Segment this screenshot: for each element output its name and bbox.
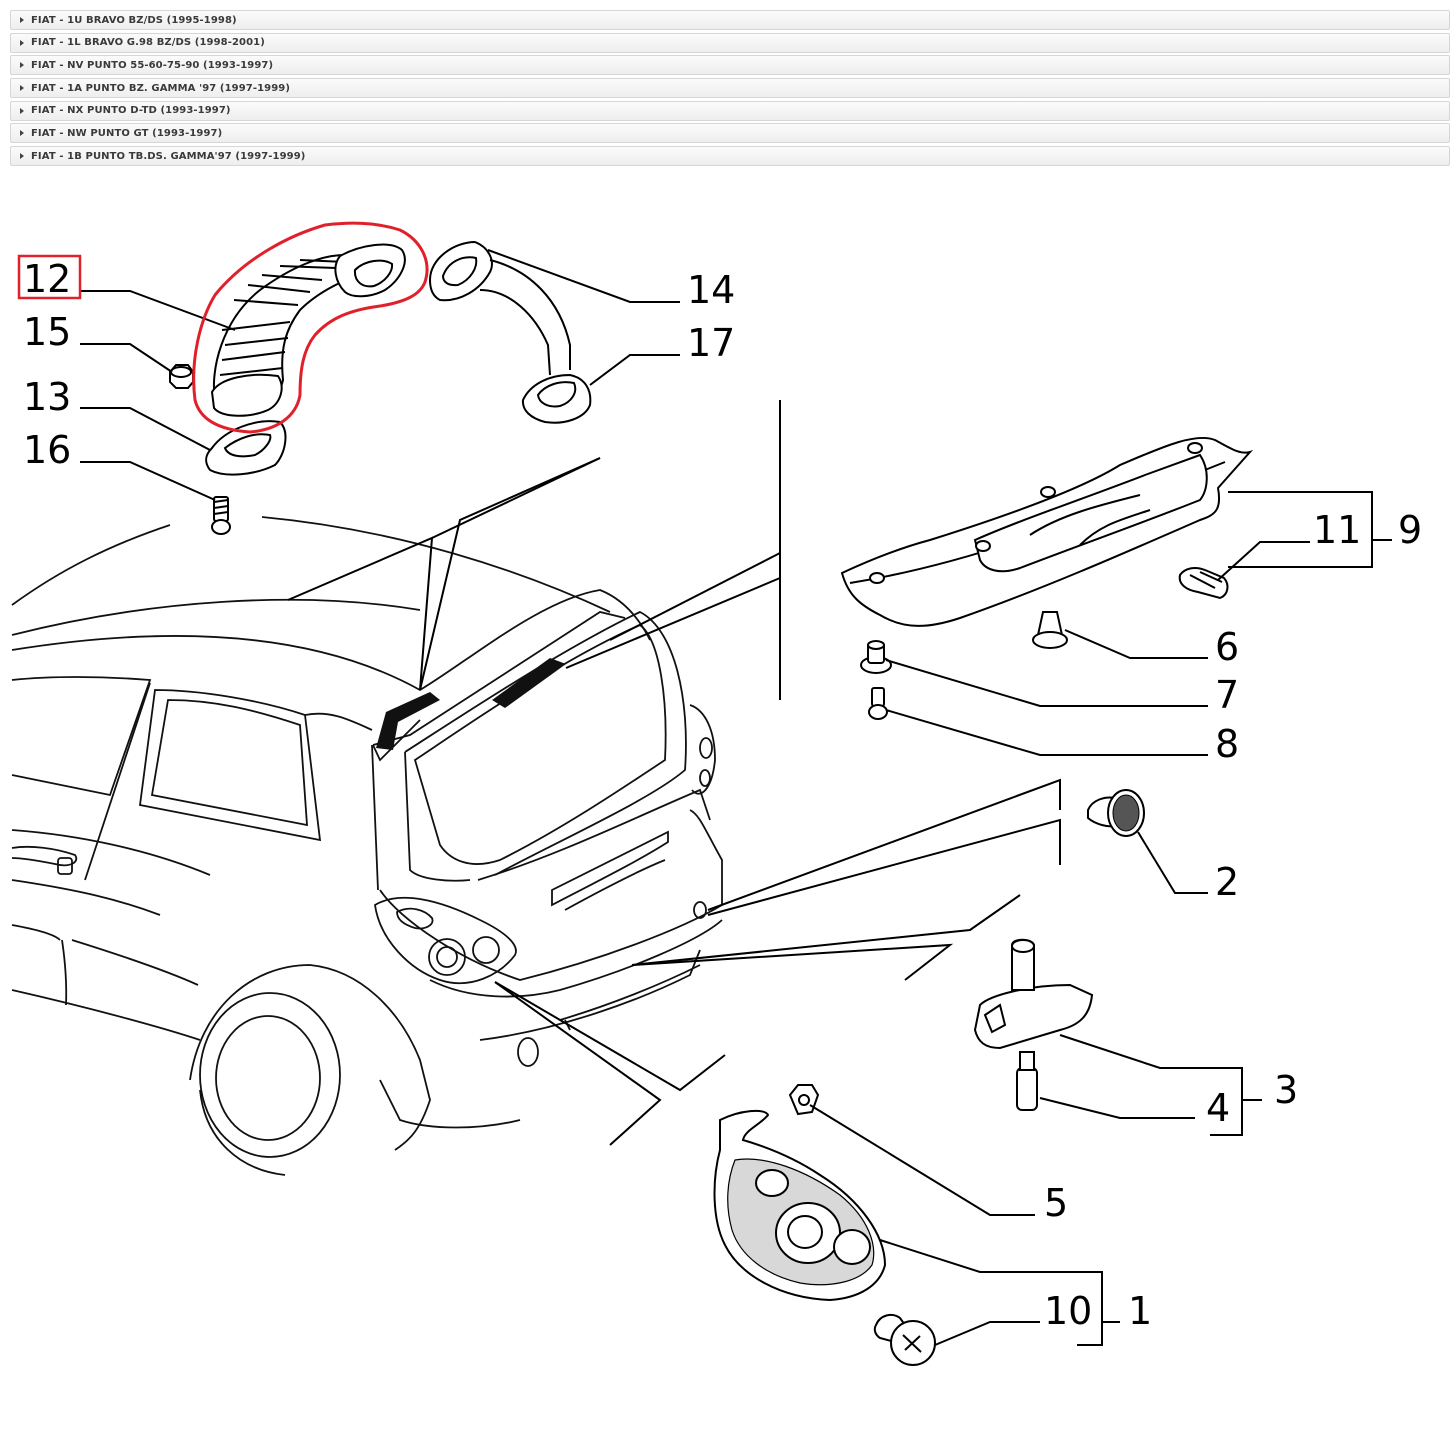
part-17-cap bbox=[521, 373, 592, 424]
highlight-outline-part-12 bbox=[192, 221, 429, 434]
callout-3[interactable]: 3 bbox=[1274, 1068, 1298, 1112]
callout-14[interactable]: 14 bbox=[687, 268, 735, 312]
callout-8[interactable]: 8 bbox=[1215, 722, 1239, 766]
callout-1[interactable]: 1 bbox=[1128, 1289, 1152, 1333]
model-row[interactable]: FIAT - 1A PUNTO BZ. GAMMA '97 (1997-1999… bbox=[10, 78, 1450, 99]
part-6-clip bbox=[1032, 611, 1068, 649]
assembly-leader-lines bbox=[287, 400, 1061, 1146]
callout-17[interactable]: 17 bbox=[687, 321, 735, 365]
expand-arrow-icon bbox=[20, 85, 24, 92]
model-label: FIAT - NX PUNTO D-TD (1993-1997) bbox=[31, 105, 231, 117]
callout-4[interactable]: 4 bbox=[1206, 1086, 1230, 1130]
part-11-bulb bbox=[1178, 566, 1229, 600]
model-row[interactable]: FIAT - 1B PUNTO TB.DS. GAMMA'97 (1997-19… bbox=[10, 146, 1450, 167]
model-label: FIAT - 1B PUNTO TB.DS. GAMMA'97 (1997-19… bbox=[31, 150, 306, 162]
part-8-screw bbox=[868, 687, 888, 720]
expand-arrow-icon bbox=[20, 107, 24, 114]
model-label: FIAT - 1L BRAVO G.98 BZ/DS (1998-2001) bbox=[31, 37, 265, 49]
callout-15[interactable]: 15 bbox=[23, 310, 71, 354]
part-7-spacer bbox=[860, 640, 892, 674]
expand-arrow-icon bbox=[20, 62, 24, 69]
model-label: FIAT - 1A PUNTO BZ. GAMMA '97 (1997-1999… bbox=[31, 82, 290, 94]
part-2-reflector bbox=[1087, 789, 1145, 837]
callout-2[interactable]: 2 bbox=[1215, 860, 1239, 904]
model-row[interactable]: FIAT - NX PUNTO D-TD (1993-1997) bbox=[10, 100, 1450, 121]
highlight-box-part-12 bbox=[17, 254, 82, 300]
callout-10[interactable]: 10 bbox=[1044, 1289, 1092, 1333]
expand-arrow-icon bbox=[20, 153, 24, 160]
callout-11[interactable]: 11 bbox=[1313, 508, 1361, 552]
car-rear-view-drawing bbox=[11, 516, 723, 1176]
expand-arrow-icon bbox=[20, 39, 24, 46]
callout-9[interactable]: 9 bbox=[1398, 508, 1422, 552]
expand-arrow-icon bbox=[20, 17, 24, 23]
part-15-nut bbox=[169, 364, 194, 389]
callout-5[interactable]: 5 bbox=[1044, 1181, 1068, 1225]
callout-12[interactable]: 12 bbox=[23, 257, 71, 301]
model-row[interactable]: FIAT - NW PUNTO GT (1993-1997) bbox=[10, 123, 1450, 144]
part-10-bulb bbox=[873, 1313, 936, 1366]
part-4-bulb bbox=[1016, 1051, 1038, 1111]
part-16-screw bbox=[211, 496, 231, 535]
callout-numbers: 12 15 13 16 14 17 11 9 6 7 8 2 3 4 5 10 … bbox=[23, 257, 1422, 1333]
part-9-third-brake-light bbox=[840, 436, 1254, 627]
part-13-seal bbox=[205, 420, 287, 476]
expand-arrow-icon bbox=[20, 130, 24, 137]
part-12-corrugated-hose bbox=[210, 243, 406, 417]
model-row[interactable]: FIAT - NV PUNTO 55-60-75-90 (1993-1997) bbox=[10, 55, 1450, 76]
model-label: FIAT - 1U BRAVO BZ/DS (1995-1998) bbox=[31, 14, 237, 26]
callout-7[interactable]: 7 bbox=[1215, 673, 1239, 717]
callout-leaders bbox=[80, 249, 1392, 1346]
callout-13[interactable]: 13 bbox=[23, 375, 71, 419]
model-row[interactable]: FIAT - 1L BRAVO G.98 BZ/DS (1998-2001) bbox=[10, 32, 1450, 53]
part-1-tail-light bbox=[713, 1109, 887, 1302]
part-14-grommet bbox=[428, 240, 571, 376]
model-label: FIAT - NV PUNTO 55-60-75-90 (1993-1997) bbox=[31, 59, 274, 71]
callout-6[interactable]: 6 bbox=[1215, 625, 1239, 669]
model-label: FIAT - NW PUNTO GT (1993-1997) bbox=[31, 127, 223, 139]
part-3-licence-plate-light bbox=[973, 938, 1094, 1050]
part-5-nut bbox=[788, 1084, 820, 1116]
model-list: FIAT - 1U BRAVO BZ/DS (1995-1998) FIAT -… bbox=[10, 10, 1450, 169]
callout-16[interactable]: 16 bbox=[23, 428, 71, 472]
